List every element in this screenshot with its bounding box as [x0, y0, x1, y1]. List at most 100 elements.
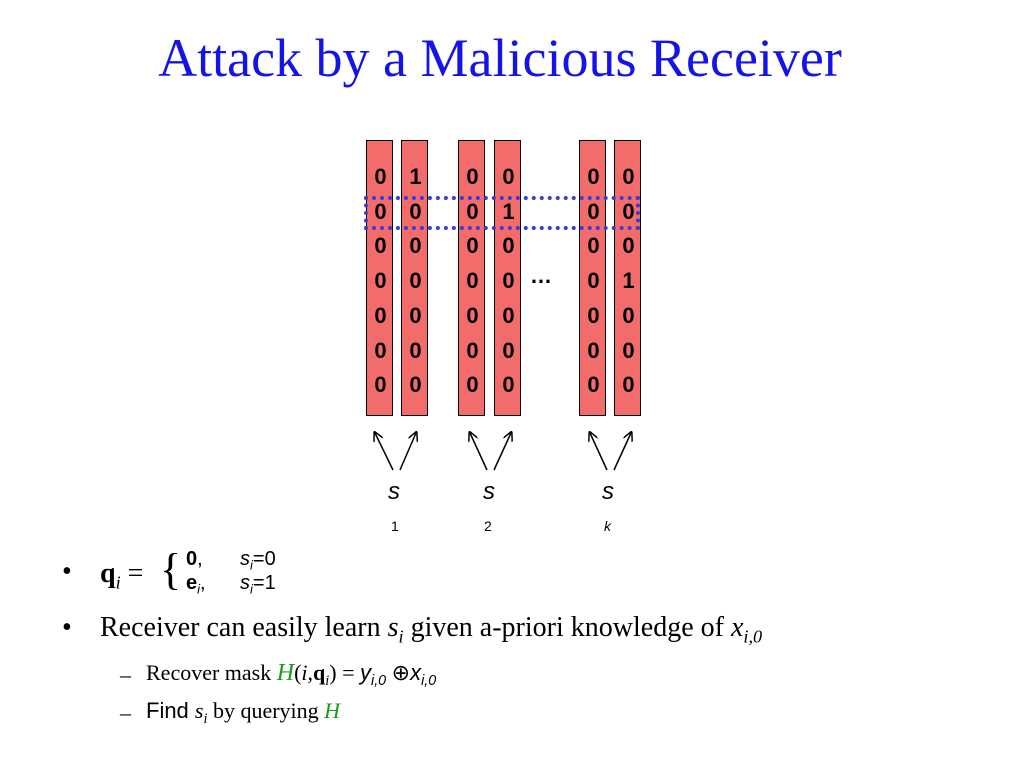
- bit-cell: 0: [466, 303, 479, 328]
- bit-cell: 0: [587, 268, 600, 293]
- case-1-value: 0: [186, 548, 198, 570]
- q-vector: q: [100, 558, 116, 589]
- bit-cell: 1: [502, 199, 515, 224]
- mask-equals: =: [336, 660, 361, 685]
- case-1-cond-eq: =0: [252, 548, 276, 570]
- bullet-2-marker: •: [62, 612, 72, 643]
- bit-cell: 0: [622, 233, 635, 258]
- paren-open: (: [294, 660, 302, 685]
- sub-bullet-1-marker: –: [120, 662, 131, 687]
- mask-function-h: H: [276, 660, 295, 686]
- case-1-cond-i: i: [250, 557, 253, 573]
- sub-bullet-1-text: Recover mask H(i,qi) = yi,0 ⊕xi,0: [146, 660, 437, 689]
- bit-cell: 0: [622, 303, 635, 328]
- bit-cell: 0: [622, 338, 635, 363]
- x-sub: i,0: [421, 673, 437, 689]
- bit-cell: 0: [622, 372, 635, 397]
- bit-column-5: 0 0 0 0 0 0 0: [579, 140, 606, 416]
- arrow-s1-right: [399, 433, 416, 471]
- bullet-2-part-a: Receiver can easily learn: [100, 612, 388, 643]
- bit-cell: 0: [587, 199, 600, 224]
- x-var: x: [410, 660, 422, 685]
- arrow-s2-right: [493, 433, 511, 471]
- bit-cell: 0: [374, 268, 387, 293]
- bit-cell: 0: [502, 372, 515, 397]
- bit-column-1: 0 0 0 0 0 0 0: [366, 140, 393, 416]
- bit-cell: 0: [409, 338, 422, 363]
- case-2-value: e: [186, 572, 198, 594]
- bit-cell: 0: [374, 338, 387, 363]
- bit-cell: 0: [374, 233, 387, 258]
- bit-column-4: 0 1 0 0 0 0 0: [494, 140, 521, 416]
- arrow-sk-right: [613, 433, 631, 471]
- arrow-s2-left: [470, 433, 488, 471]
- bit-column-2: 1 0 0 0 0 0 0: [401, 140, 428, 416]
- case-2-comma: ,: [200, 572, 206, 594]
- case-2-cond-eq: =1: [252, 572, 276, 594]
- bit-cell: 0: [502, 268, 515, 293]
- sub-bullet-1-part-a: Recover mask: [146, 660, 277, 685]
- case-2-subscript: i: [197, 581, 201, 597]
- ellipsis: …: [530, 263, 552, 288]
- sub-bullet-2-s-sub: i: [203, 711, 208, 727]
- bullet-2-text: Receiver can easily learn si given a-pri…: [100, 612, 763, 647]
- case-brace: {: [160, 545, 182, 594]
- secret-label-sk: s: [602, 478, 614, 505]
- bullet-2-s-sub: i: [398, 626, 404, 647]
- equals-sign: =: [127, 558, 144, 589]
- selected-row-highlight: [364, 196, 640, 230]
- q-subscript: i: [115, 572, 121, 593]
- bit-cell: 0: [466, 233, 479, 258]
- bit-cell: 0: [409, 199, 422, 224]
- y-sub: i,0: [371, 673, 387, 689]
- bit-cell: 0: [622, 164, 635, 189]
- bit-cell: 0: [374, 372, 387, 397]
- bit-cell: 0: [409, 233, 422, 258]
- bit-cell: 0: [622, 199, 635, 224]
- secret-subscript-k: k: [604, 518, 611, 534]
- bit-cell: 0: [587, 372, 600, 397]
- bullet-2-s: s: [387, 612, 399, 643]
- bit-cell: 0: [466, 199, 479, 224]
- case-2-cond-i: i: [250, 581, 253, 597]
- query-definition: qi =: [100, 558, 144, 593]
- xor-symbol: ⊕: [386, 660, 411, 685]
- arg-q-sub: i: [325, 673, 330, 689]
- bit-cell: 0: [502, 233, 515, 258]
- bit-cell: 0: [409, 303, 422, 328]
- arg-q: q: [313, 660, 326, 685]
- bit-cell: 0: [409, 372, 422, 397]
- bullet-2-part-b: given a-priori knowledge of: [403, 612, 731, 643]
- paren-close: ): [329, 660, 337, 685]
- secret-label-s1: s: [388, 478, 400, 505]
- y-var: y: [360, 660, 372, 685]
- bullet-2-x: x: [730, 612, 744, 643]
- sub-bullet-2-part-b: by querying: [207, 698, 325, 723]
- case-1: 0,: [186, 548, 203, 570]
- secret-label-s2: s: [483, 478, 495, 505]
- secret-subscript-1: 1: [391, 518, 399, 534]
- sub-bullet-2-part-a: Find: [146, 698, 195, 723]
- bit-column-3: 0 0 0 0 0 0 0: [458, 140, 485, 416]
- bit-cell: 0: [466, 372, 479, 397]
- bit-cell: 0: [587, 303, 600, 328]
- bullet-2-x-sub: i,0: [743, 626, 763, 647]
- case-1-comma: ,: [197, 548, 203, 570]
- bullet-1-marker: •: [62, 556, 72, 587]
- arg-i: i: [301, 660, 308, 685]
- sub-bullet-2-text: Find si by querying H: [146, 698, 340, 727]
- bit-cell: 0: [466, 164, 479, 189]
- bit-cell: 0: [587, 338, 600, 363]
- case-2-cond-s: s: [240, 572, 250, 594]
- bit-cell: 0: [374, 164, 387, 189]
- bit-cell: 0: [502, 338, 515, 363]
- arrow-s1-left: [375, 433, 394, 471]
- bit-cell: 0: [466, 338, 479, 363]
- bit-cell: 0: [587, 233, 600, 258]
- bit-cell: 0: [502, 164, 515, 189]
- bit-cell: 0: [587, 164, 600, 189]
- bit-cell: 0: [409, 268, 422, 293]
- slide-title: Attack by a Malicious Receiver: [158, 28, 842, 88]
- secret-subscript-2: 2: [484, 518, 492, 534]
